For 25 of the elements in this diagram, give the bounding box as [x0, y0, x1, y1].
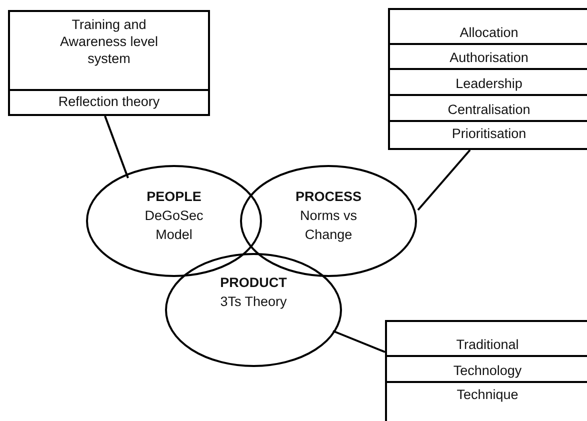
table-box [388, 8, 587, 150]
table-box [8, 10, 210, 116]
item-text: Allocation [460, 24, 518, 41]
ellipse [86, 165, 262, 277]
item-text: Reflection theory [58, 93, 160, 110]
category-heading: PEOPLE [146, 188, 202, 206]
item-text: Authorisation [450, 49, 528, 66]
category-heading: PROCESS [295, 188, 362, 206]
item-text: Technology [453, 362, 522, 379]
item-text: Leadership [456, 75, 522, 92]
item-text: Prioritisation [452, 125, 526, 142]
table-box [385, 320, 587, 421]
item-text: Training and Awareness level system [58, 16, 160, 67]
category-text: 3Ts Theory [220, 293, 287, 311]
item-text: Traditional [456, 336, 519, 353]
ellipse [165, 253, 342, 367]
connector-line [104, 116, 129, 178]
item-text: Technique [456, 386, 518, 403]
category-text: Norms vs Change [299, 207, 358, 244]
item-text: Centralisation [448, 101, 530, 118]
category-heading: PRODUCT [220, 274, 287, 292]
connector-line [332, 330, 386, 353]
category-text: DeGoSec Model [144, 207, 204, 244]
ellipse [240, 165, 417, 277]
connector-line [417, 149, 471, 211]
